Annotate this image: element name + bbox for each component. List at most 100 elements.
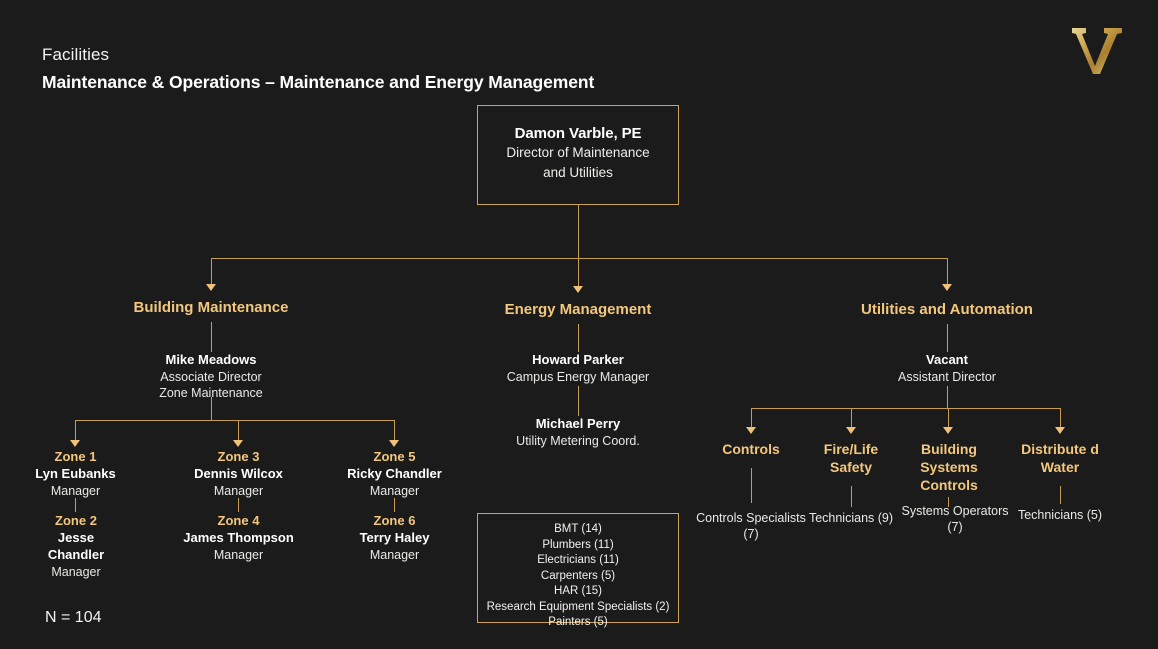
zone-2-label: Zone 2 <box>55 513 97 528</box>
vacant-name: Vacant <box>926 352 968 367</box>
connector-vacant-to-unit-bus <box>947 386 948 408</box>
connector-unit-drop-1 <box>751 408 752 427</box>
zone-6-label: Zone 6 <box>373 513 416 528</box>
zone-6-name: Terry Haley <box>359 529 430 545</box>
unit-staff-controls: Controls Specialists (7) <box>696 511 806 541</box>
connector-branch-bus <box>211 258 948 259</box>
michael-perry-role: Utility Metering Coord. <box>516 433 640 448</box>
zone-3-role: Manager <box>213 483 264 498</box>
unit-heading-building-systems-controls[interactable]: Building Systems Controls <box>920 441 978 493</box>
connector-bm-to-lead <box>211 322 212 352</box>
page-eyebrow: Facilities <box>42 45 110 64</box>
arrow-zone-3-icon <box>233 440 243 447</box>
staff-row: Electricians (11) <box>537 554 619 567</box>
node-vacant-assistant-director[interactable]: Vacant Assistant Director <box>847 352 1047 385</box>
arrow-unit-3-icon <box>943 427 953 434</box>
zone-3-name: Dennis Wilcox <box>194 465 283 481</box>
howard-parker-name: Howard Parker <box>532 352 624 367</box>
zone-3-label: Zone 3 <box>217 449 260 464</box>
connector-fls-to-staff <box>851 486 852 507</box>
unit-heading-distributed-water[interactable]: Distribute d Water <box>1021 441 1099 475</box>
node-zone-3[interactable]: Zone 3 Dennis Wilcox Manager <box>163 449 314 499</box>
node-zone-6[interactable]: Zone 6 Terry Haley Manager <box>319 513 470 563</box>
staff-row: HAR (15) <box>554 585 602 598</box>
connector-zone3-zone4 <box>238 498 239 512</box>
connector-em-to-lead <box>578 324 579 352</box>
connector-branch-drop-3 <box>947 258 948 284</box>
howard-parker-role: Campus Energy Manager <box>506 369 650 384</box>
node-zone-4[interactable]: Zone 4 James Thompson Manager <box>163 513 314 563</box>
zone-5-role: Manager <box>369 483 420 498</box>
connector-branch-drop-1 <box>211 258 212 284</box>
connector-unit-drop-4 <box>1060 408 1061 427</box>
connector-zone5-zone6 <box>394 498 395 512</box>
connector-lead-to-zone-bus <box>211 397 212 420</box>
zone-5-label: Zone 5 <box>373 449 416 464</box>
node-mike-meadows[interactable]: Mike Meadows Associate Director Zone Mai… <box>111 352 311 401</box>
michael-perry-name: Michael Perry <box>535 416 621 431</box>
vanderbilt-v-logo-icon <box>1072 28 1122 74</box>
connector-dw-to-staff <box>1060 486 1061 504</box>
staff-row: Research Equipment Specialists (2) <box>486 600 670 613</box>
connector-zone1-zone2 <box>75 498 76 512</box>
connector-unit-drop-2 <box>851 408 852 427</box>
zone-2-role: Manager <box>51 564 101 579</box>
zone-1-name: Lyn Eubanks <box>35 465 116 481</box>
node-zone-5[interactable]: Zone 5 Ricky Chandler Manager <box>319 449 470 499</box>
branch-heading-utilities-automation[interactable]: Utilities and Automation <box>861 301 1033 318</box>
unit-heading-controls[interactable]: Controls <box>722 441 780 457</box>
arrow-unit-4-icon <box>1055 427 1065 434</box>
staff-row: Carpenters (5) <box>540 569 616 582</box>
connector-bsc-to-staff <box>948 497 949 507</box>
zone-2-name: Jesse Chandler <box>47 529 105 562</box>
connector-parker-to-perry <box>578 386 579 416</box>
zone-6-role: Manager <box>369 547 420 562</box>
staff-row: Plumbers (11) <box>542 538 614 551</box>
total-headcount: N = 104 <box>45 609 102 626</box>
mike-meadows-name: Mike Meadows <box>165 352 257 367</box>
arrow-unit-2-icon <box>846 427 856 434</box>
staff-row: BMT (14) <box>554 523 602 535</box>
mike-meadows-role-1: Associate Director <box>160 369 262 384</box>
arrow-zone-1-icon <box>70 440 80 447</box>
connector-director-stem <box>578 205 579 258</box>
unit-staff-building-systems-controls: Systems Operators (7) <box>901 504 1009 534</box>
unit-staff-distributed-water: Technicians (5) <box>1017 508 1103 522</box>
arrow-zone-5-icon <box>389 440 399 447</box>
director-node[interactable]: Damon Varble, PE Director of Maintenance… <box>477 105 679 205</box>
arrow-branch-3-icon <box>942 284 952 291</box>
page-title: Maintenance & Operations – Maintenance a… <box>42 72 595 92</box>
node-zone-1[interactable]: Zone 1 Lyn Eubanks Manager <box>0 449 151 499</box>
zone-4-name: James Thompson <box>183 529 294 545</box>
staffing-summary-box[interactable]: BMT (14) Plumbers (11) Electricians (11)… <box>477 513 679 628</box>
zone-4-role: Manager <box>213 547 264 562</box>
node-michael-perry[interactable]: Michael Perry Utility Metering Coord. <box>478 416 678 449</box>
director-name: Damon Varble, PE <box>514 125 642 142</box>
vacant-role: Assistant Director <box>898 369 996 384</box>
unit-staff-fire-life-safety: Technicians (9) <box>808 511 894 525</box>
arrow-branch-1-icon <box>206 284 216 291</box>
connector-zone-bus <box>75 420 395 421</box>
unit-heading-fire-life-safety[interactable]: Fire/Life Safety <box>823 441 879 475</box>
connector-zone-drop-5 <box>394 420 395 440</box>
branch-heading-energy-management[interactable]: Energy Management <box>504 301 652 318</box>
connector-zone-drop-1 <box>75 420 76 440</box>
arrow-unit-1-icon <box>746 427 756 434</box>
director-role-line1: Director of Maintenance <box>506 145 650 160</box>
staff-row: Painters (5) <box>548 616 608 629</box>
node-zone-2[interactable]: Zone 2 Jesse Chandler Manager <box>30 513 122 580</box>
connector-branch-drop-2 <box>578 258 579 286</box>
director-role-line2: and Utilities <box>543 164 613 180</box>
mike-meadows-role-2: Zone Maintenance <box>159 386 263 401</box>
connector-ua-to-lead <box>947 324 948 352</box>
branch-heading-building-maintenance[interactable]: Building Maintenance <box>133 299 289 316</box>
connector-unit-drop-3 <box>948 408 949 427</box>
connector-zone-drop-3 <box>238 420 239 440</box>
zone-5-name: Ricky Chandler <box>347 465 442 481</box>
connector-unit-bus <box>751 408 1061 409</box>
node-howard-parker[interactable]: Howard Parker Campus Energy Manager <box>478 352 678 385</box>
zone-1-label: Zone 1 <box>54 449 97 464</box>
arrow-branch-2-icon <box>573 286 583 293</box>
zone-4-label: Zone 4 <box>217 513 260 528</box>
